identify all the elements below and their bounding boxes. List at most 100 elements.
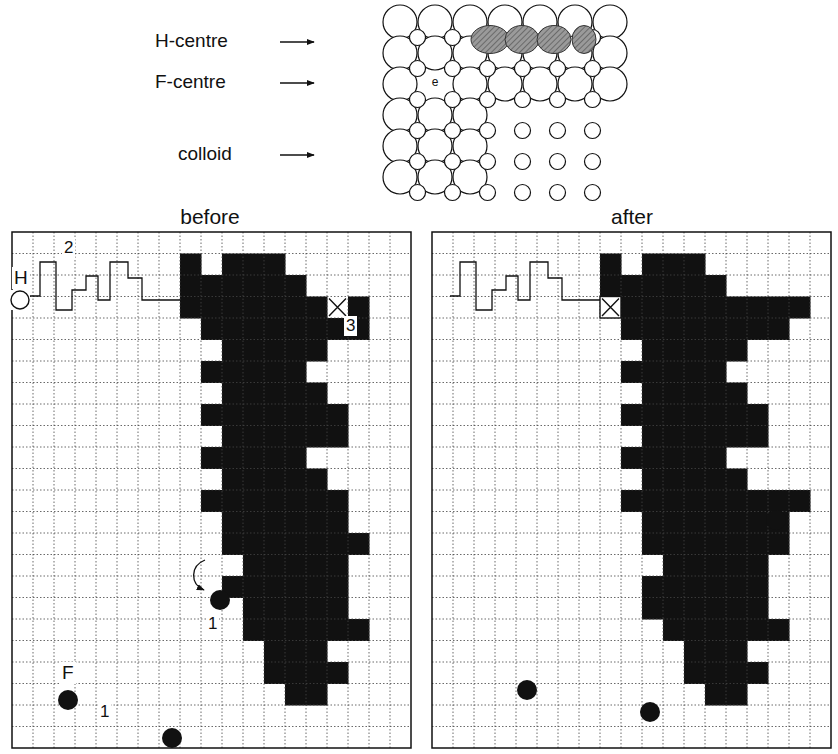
h-centre-symbol [11,291,29,309]
cluster-cell [243,447,265,469]
cation-circle [585,92,601,108]
cluster-cell [684,641,706,663]
cluster-cell [264,361,286,383]
cluster-cell [663,576,685,598]
cation-circle [585,185,601,201]
grid-line [12,447,411,448]
cluster-cell [264,340,286,362]
cluster-cell [327,576,349,598]
cluster-cell [642,297,664,319]
cluster-cell [642,490,664,512]
cluster-cell [705,533,727,555]
h-centre-atom [537,26,571,54]
cation-circle [445,185,461,201]
crystal-lattice [383,5,627,201]
cluster-cell [705,555,727,577]
cluster-cell [726,533,748,555]
grid-line [12,490,411,491]
cluster-cell [306,383,328,405]
cation-circle [550,123,566,139]
cation-circle [480,123,496,139]
grid-line [432,425,831,426]
cluster-cell [327,619,349,641]
cluster-cell [684,598,706,620]
grid-line [12,533,411,534]
cluster-cell [705,490,727,512]
cluster-cell [726,662,748,684]
cluster-cell [726,490,748,512]
cluster-cell [306,598,328,620]
cluster-cell [243,275,265,297]
cluster-cell [327,426,349,448]
grid-line [12,339,411,340]
cluster-cell [726,512,748,534]
cluster-cell [663,555,685,577]
cluster-cell [726,383,748,405]
cluster-cell [726,641,748,663]
cation-circle [410,123,426,139]
cluster-cell [747,533,769,555]
cluster-cell [684,512,706,534]
cluster-cell [222,512,244,534]
cluster-cell [705,684,727,706]
f-centre-dot [517,680,537,700]
grid-line [432,640,831,641]
cluster-cell [243,490,265,512]
cluster-cell [663,533,685,555]
cluster-cell [747,490,769,512]
cluster-cell [705,598,727,620]
cluster-cell [264,426,286,448]
cluster-cell [306,684,328,706]
cluster-cell [264,662,286,684]
cluster-cell [285,555,307,577]
callout-number: 1 [98,702,111,722]
cluster-cell [684,275,706,297]
cluster-cell [306,340,328,362]
cluster-cell [264,490,286,512]
cluster-cell [306,426,328,448]
cluster-cell [705,662,727,684]
vacancy-cross [602,299,619,317]
cluster-cell [663,426,685,448]
grid-line [432,382,831,383]
cluster-cell [747,297,769,319]
cluster-cell [684,383,706,405]
grid-line [432,619,831,620]
cluster-cell [705,469,727,491]
cluster-cell [726,684,748,706]
cluster-cell [264,318,286,340]
cluster-cell [747,555,769,577]
grid-line [432,468,831,469]
pointer-arrow [280,41,314,42]
cation-circle [445,154,461,170]
cation-circle [585,123,601,139]
before-grid [10,232,411,748]
cluster-cell [243,512,265,534]
cluster-cell [747,662,769,684]
grid-line [432,490,831,491]
cluster-cell [726,426,748,448]
cluster-cell [285,533,307,555]
cluster-cell [705,361,727,383]
grid-line [432,705,831,706]
cluster-cell [327,598,349,620]
cluster-cell [285,361,307,383]
grid-line [432,533,831,534]
cluster-cell [663,469,685,491]
cluster-cell [705,576,727,598]
cluster-cell [285,576,307,598]
grid-line [432,554,831,555]
grid-line [12,511,411,512]
grid-border [12,232,411,748]
cluster-cell [684,619,706,641]
f-centre-dot [640,702,660,722]
cluster-cell [642,469,664,491]
grid-line [432,361,831,362]
cluster-cell [621,318,643,340]
cluster-cell [180,275,202,297]
cluster-cell [663,404,685,426]
cluster-cell [726,404,748,426]
cluster-cell [222,383,244,405]
cluster-cell [222,533,244,555]
cluster-cell [306,512,328,534]
